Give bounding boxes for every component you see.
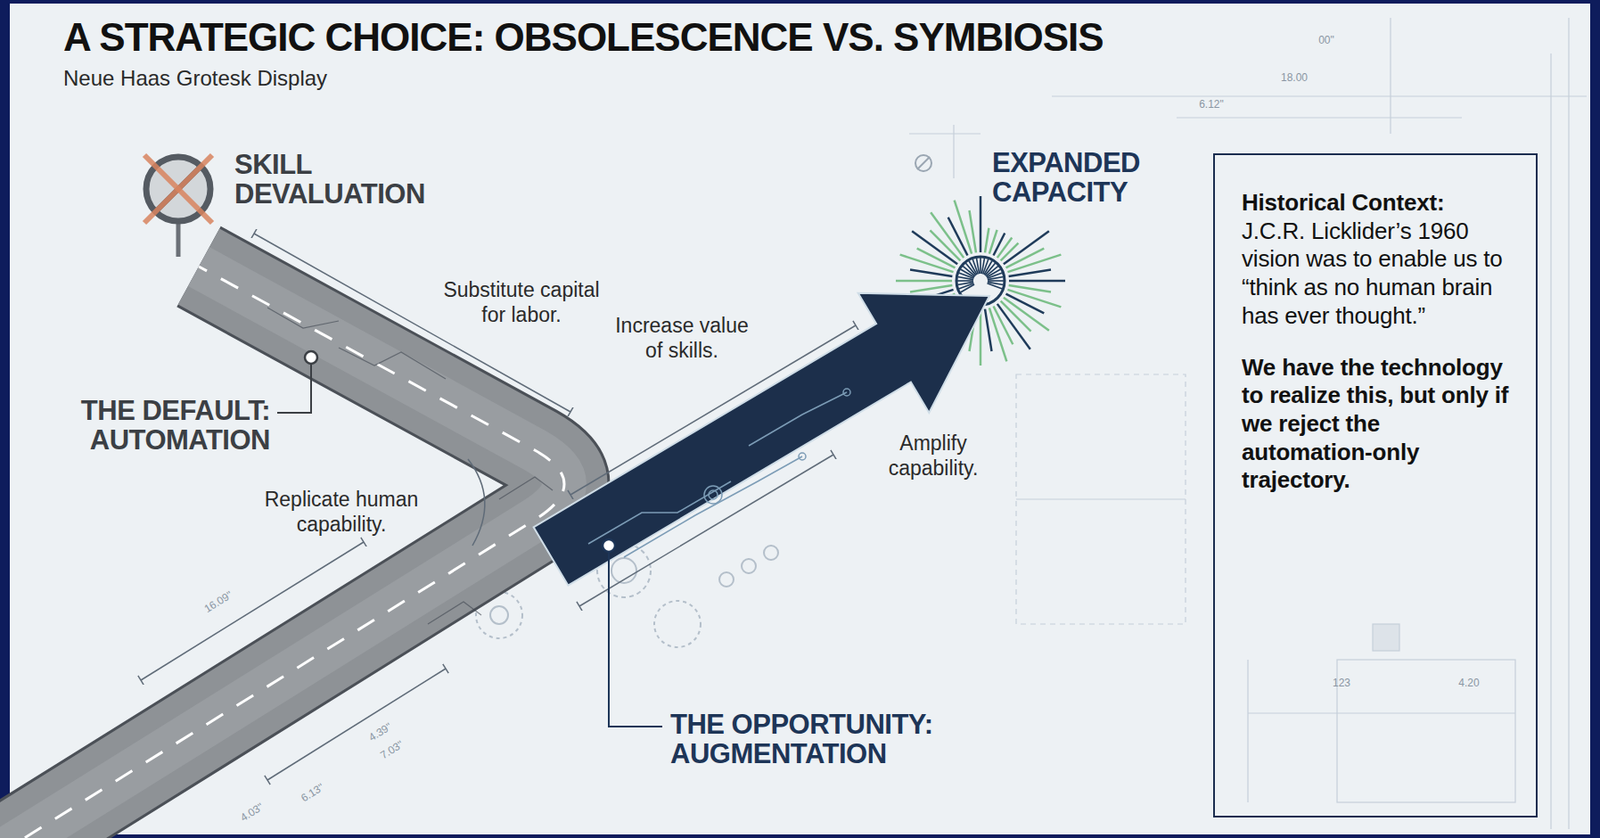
burst-ray	[968, 210, 977, 253]
burst-ray	[979, 309, 983, 366]
illustration-part	[1247, 659, 1248, 803]
circuit-traces	[267, 307, 553, 624]
arrow-circuits	[588, 388, 851, 558]
illustration-part	[427, 601, 482, 624]
dimension-label: 123	[1332, 677, 1351, 690]
illustration-part	[1247, 712, 1516, 714]
context-box: Historical Context:J.C.R. Licklider’s 19…	[1213, 153, 1538, 818]
augmentation-arrow	[533, 293, 990, 586]
burst-ray	[997, 237, 1012, 258]
illustration-part	[719, 572, 734, 587]
burst-ray	[895, 279, 952, 283]
burst-fan	[987, 279, 1004, 282]
burst-ray	[910, 285, 952, 293]
illustration-part	[467, 459, 485, 546]
burst-ray	[1006, 248, 1045, 269]
title: A STRATEGIC CHOICE: OBSOLESCENCE VS. SYM…	[63, 16, 1104, 59]
burst-fan	[987, 283, 1003, 289]
callout-dot	[602, 539, 616, 552]
burst-ray	[954, 200, 972, 255]
path-note: Amplify capability.	[876, 431, 991, 481]
illustration-part	[499, 476, 553, 500]
illustration-part	[748, 392, 847, 446]
burst-ray	[1009, 269, 1051, 277]
illustration-part	[1016, 498, 1186, 500]
box-text: J.C.R. Licklider’s 1960 vision was to en…	[1241, 217, 1513, 331]
illustration-part	[1176, 116, 1462, 118]
illustration-part	[490, 606, 509, 624]
burst-ray	[948, 217, 969, 256]
subtitle: Neue Haas Grotesk Display	[63, 65, 328, 91]
illustration-part	[1550, 53, 1551, 829]
burst-ray	[997, 303, 1031, 350]
burst-fan	[987, 276, 1004, 279]
burst-ray	[993, 306, 1014, 345]
path-note: Substitute capital for labor.	[434, 278, 609, 328]
illustration-part	[654, 600, 701, 648]
leader-line	[608, 551, 663, 727]
burst-fan	[957, 279, 974, 282]
box-heading: Historical Context:	[1241, 188, 1513, 218]
path-note: Replicate human capability.	[254, 487, 429, 537]
illustration-part	[708, 490, 718, 500]
path-label: THE OPPORTUNITY: AUGMENTATION	[670, 709, 983, 770]
burst-ray	[930, 212, 964, 258]
illustration-part	[909, 132, 981, 134]
sign-pole	[176, 221, 181, 257]
dimension-label: 18.00	[1280, 72, 1308, 84]
burst-ray	[1003, 230, 1050, 264]
burst-fan	[957, 281, 974, 285]
illustration-part	[952, 124, 954, 179]
dimension-label: 00"	[1318, 34, 1335, 47]
dimension-label: 6.12"	[1198, 98, 1224, 111]
illustration-part	[338, 347, 446, 379]
crosshair-symbol	[917, 156, 930, 170]
illustration-part	[267, 668, 446, 780]
dimension-lines	[140, 233, 856, 780]
illustration-part	[843, 388, 851, 396]
blueprint-lines	[909, 17, 1587, 829]
dimension-label: 4.20	[1458, 677, 1479, 690]
burst-ray	[984, 228, 989, 254]
road-centerline	[0, 266, 565, 838]
path-label: THE DEFAULT: AUTOMATION	[47, 395, 271, 456]
road-texture	[0, 266, 565, 838]
illustration-part	[588, 481, 731, 544]
illustration-part	[623, 456, 803, 558]
illustration-part	[1567, 17, 1569, 829]
outcome-label: SKILL DEVALUATION	[234, 149, 476, 210]
cross-mark	[144, 155, 213, 223]
leader-line	[277, 363, 312, 413]
illustration-part	[704, 485, 723, 504]
road	[0, 266, 565, 838]
illustration-part	[1372, 623, 1400, 651]
illustration-part	[741, 558, 756, 574]
burst-ray	[1001, 243, 1019, 262]
illustration-part	[798, 452, 806, 460]
crosshair-symbol	[915, 155, 932, 172]
path-note: Increase value of skills.	[607, 313, 757, 363]
illustration-part	[1337, 659, 1516, 803]
callout-dot	[304, 351, 318, 364]
burst-fan	[976, 257, 979, 274]
illustration-part	[267, 307, 339, 329]
road-edge	[0, 266, 565, 838]
box-text: We have the technology to realize this, …	[1241, 353, 1513, 496]
burst-ray	[979, 196, 983, 253]
burst-ray	[993, 233, 1006, 256]
burst-fan	[979, 257, 982, 274]
illustration-part	[140, 541, 364, 681]
illustration-part	[1389, 17, 1391, 134]
illustration-part	[1016, 374, 1186, 624]
illustration-part	[1051, 95, 1587, 97]
burst-ray	[989, 307, 1007, 362]
outcome-label: EXPANDED CAPACITY	[992, 147, 1198, 208]
cross-mark	[144, 155, 213, 223]
burst-ray	[1007, 254, 1061, 272]
burst-ray	[984, 309, 993, 352]
burst-ray	[1009, 279, 1066, 283]
illustration-part	[763, 545, 779, 560]
